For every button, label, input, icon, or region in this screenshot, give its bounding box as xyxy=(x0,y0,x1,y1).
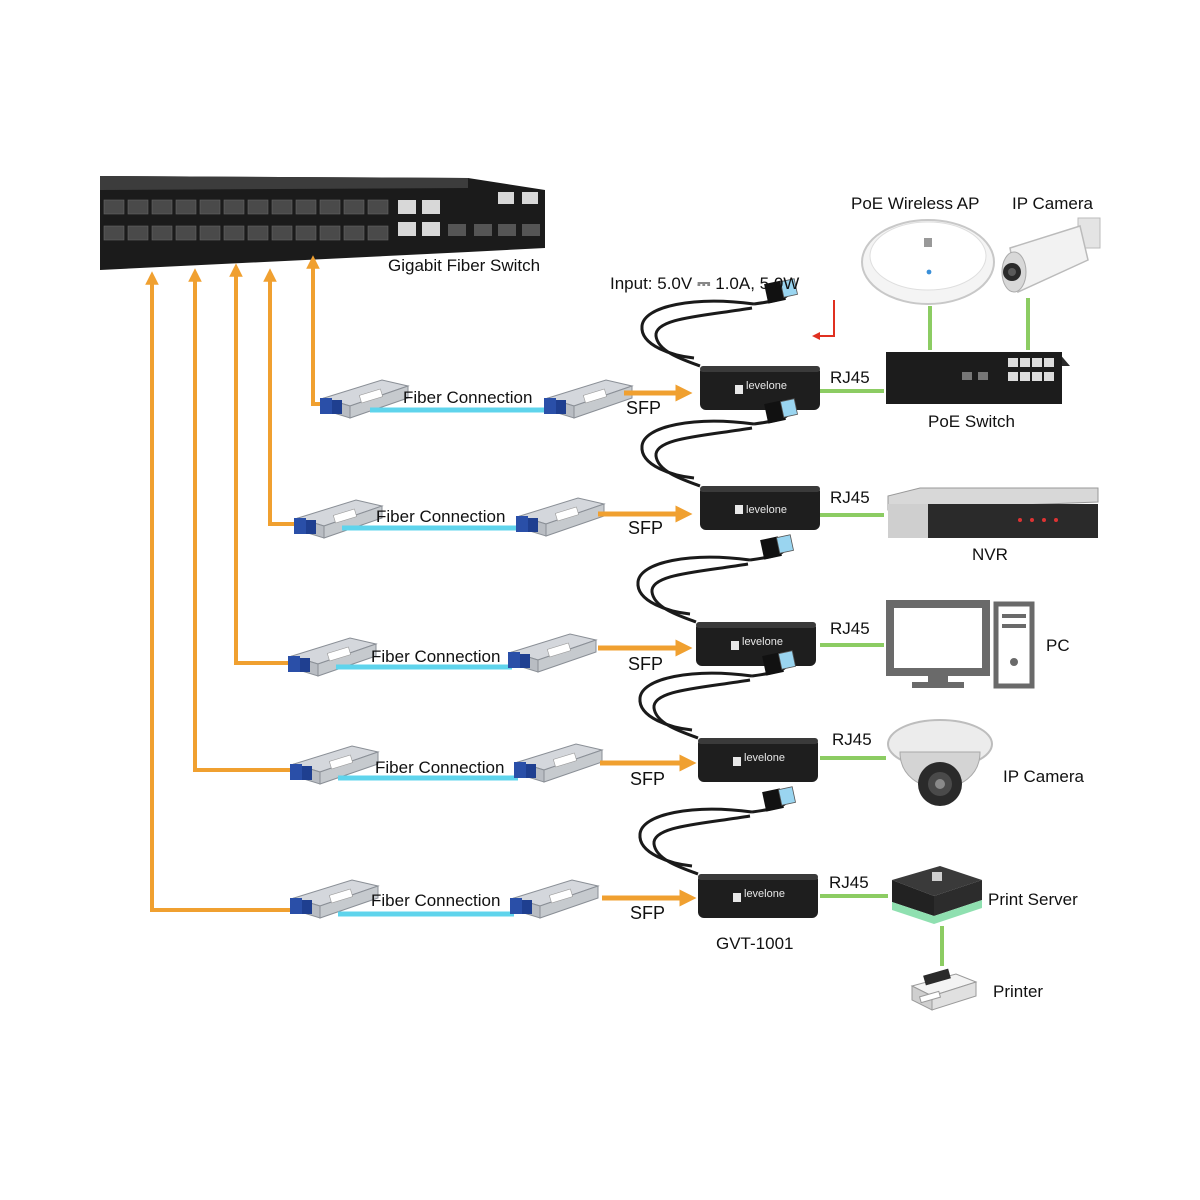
row-4 xyxy=(289,649,993,806)
rj45-label: RJ45 xyxy=(830,619,870,638)
fiber-connection-label: Fiber Connection xyxy=(375,758,505,777)
uplink-arrow-5 xyxy=(145,271,294,912)
sfp-module-icon xyxy=(509,879,599,919)
sfp-module-icon xyxy=(513,743,603,783)
sfp-label: SFP xyxy=(630,769,666,789)
device-label-pc: PC xyxy=(1046,636,1070,655)
device-label-print-server: Print Server xyxy=(988,890,1078,909)
row-3 xyxy=(287,533,1035,689)
row-2 xyxy=(293,397,1099,539)
media-converter-icon xyxy=(640,277,822,412)
rj45-label: RJ45 xyxy=(830,368,870,387)
fiber-switch-icon xyxy=(100,176,468,270)
row-5 xyxy=(289,785,982,1011)
media-converter-icon xyxy=(640,397,822,532)
pc-icon xyxy=(886,600,1035,689)
uplink-arrow-1 xyxy=(306,255,322,406)
print-server-icon xyxy=(892,866,982,924)
uplink-arrow-4 xyxy=(188,268,294,772)
brand-logo: levelone xyxy=(742,636,783,648)
fiber-uplink-arrows xyxy=(145,255,322,912)
power-input-label: Input: 5.0V ⎓ 1.0A, 5.0W xyxy=(610,274,800,293)
device-label-poe-switch: PoE Switch xyxy=(928,412,1015,431)
uplink-arrow-3 xyxy=(229,263,292,665)
row-1 xyxy=(319,217,1101,419)
brand-logo: levelone xyxy=(744,752,785,764)
fiber-connection-label: Fiber Connection xyxy=(371,647,501,666)
sfp-module-icon xyxy=(543,379,633,419)
fiber-switch-side xyxy=(468,178,545,252)
uplink-arrow-2 xyxy=(263,268,298,526)
brand-logo: levelone xyxy=(746,504,787,516)
sfp-module-icon xyxy=(293,499,383,539)
printer-label: Printer xyxy=(993,982,1044,1001)
sfp-module-icon xyxy=(287,637,377,677)
bullet-camera-icon xyxy=(1001,217,1101,294)
sfp-module-icon xyxy=(515,497,605,537)
sfp-label: SFP xyxy=(630,903,666,923)
dome-camera-icon xyxy=(887,719,993,806)
rj45-label: RJ45 xyxy=(830,488,870,507)
fiber-connection-label: Fiber Connection xyxy=(403,388,533,407)
printer-icon xyxy=(910,968,978,1011)
sfp-label: SFP xyxy=(626,398,662,418)
bullet-camera-label: IP Camera xyxy=(1012,194,1093,213)
nvr-icon xyxy=(887,487,1099,538)
wireless-ap-icon xyxy=(861,219,995,305)
sfp-label: SFP xyxy=(628,518,664,538)
power-input-arrow xyxy=(812,300,835,340)
sfp-label: SFP xyxy=(628,654,664,674)
poe-switch-icon xyxy=(886,352,1070,404)
model-label: GVT-1001 xyxy=(716,934,794,953)
fiber-connection-label: Fiber Connection xyxy=(376,507,506,526)
device-label-ip-camera: IP Camera xyxy=(1003,767,1084,786)
rj45-label: RJ45 xyxy=(832,730,872,749)
fiber-connection-label: Fiber Connection xyxy=(371,891,501,910)
sfp-module-icon xyxy=(507,633,597,673)
brand-logo: levelone xyxy=(744,888,785,900)
switch-label: Gigabit Fiber Switch xyxy=(388,256,541,275)
rj45-label: RJ45 xyxy=(829,873,869,892)
brand-logo: levelone xyxy=(746,380,787,392)
ap-label: PoE Wireless AP xyxy=(851,194,980,213)
device-label-nvr: NVR xyxy=(972,545,1008,564)
